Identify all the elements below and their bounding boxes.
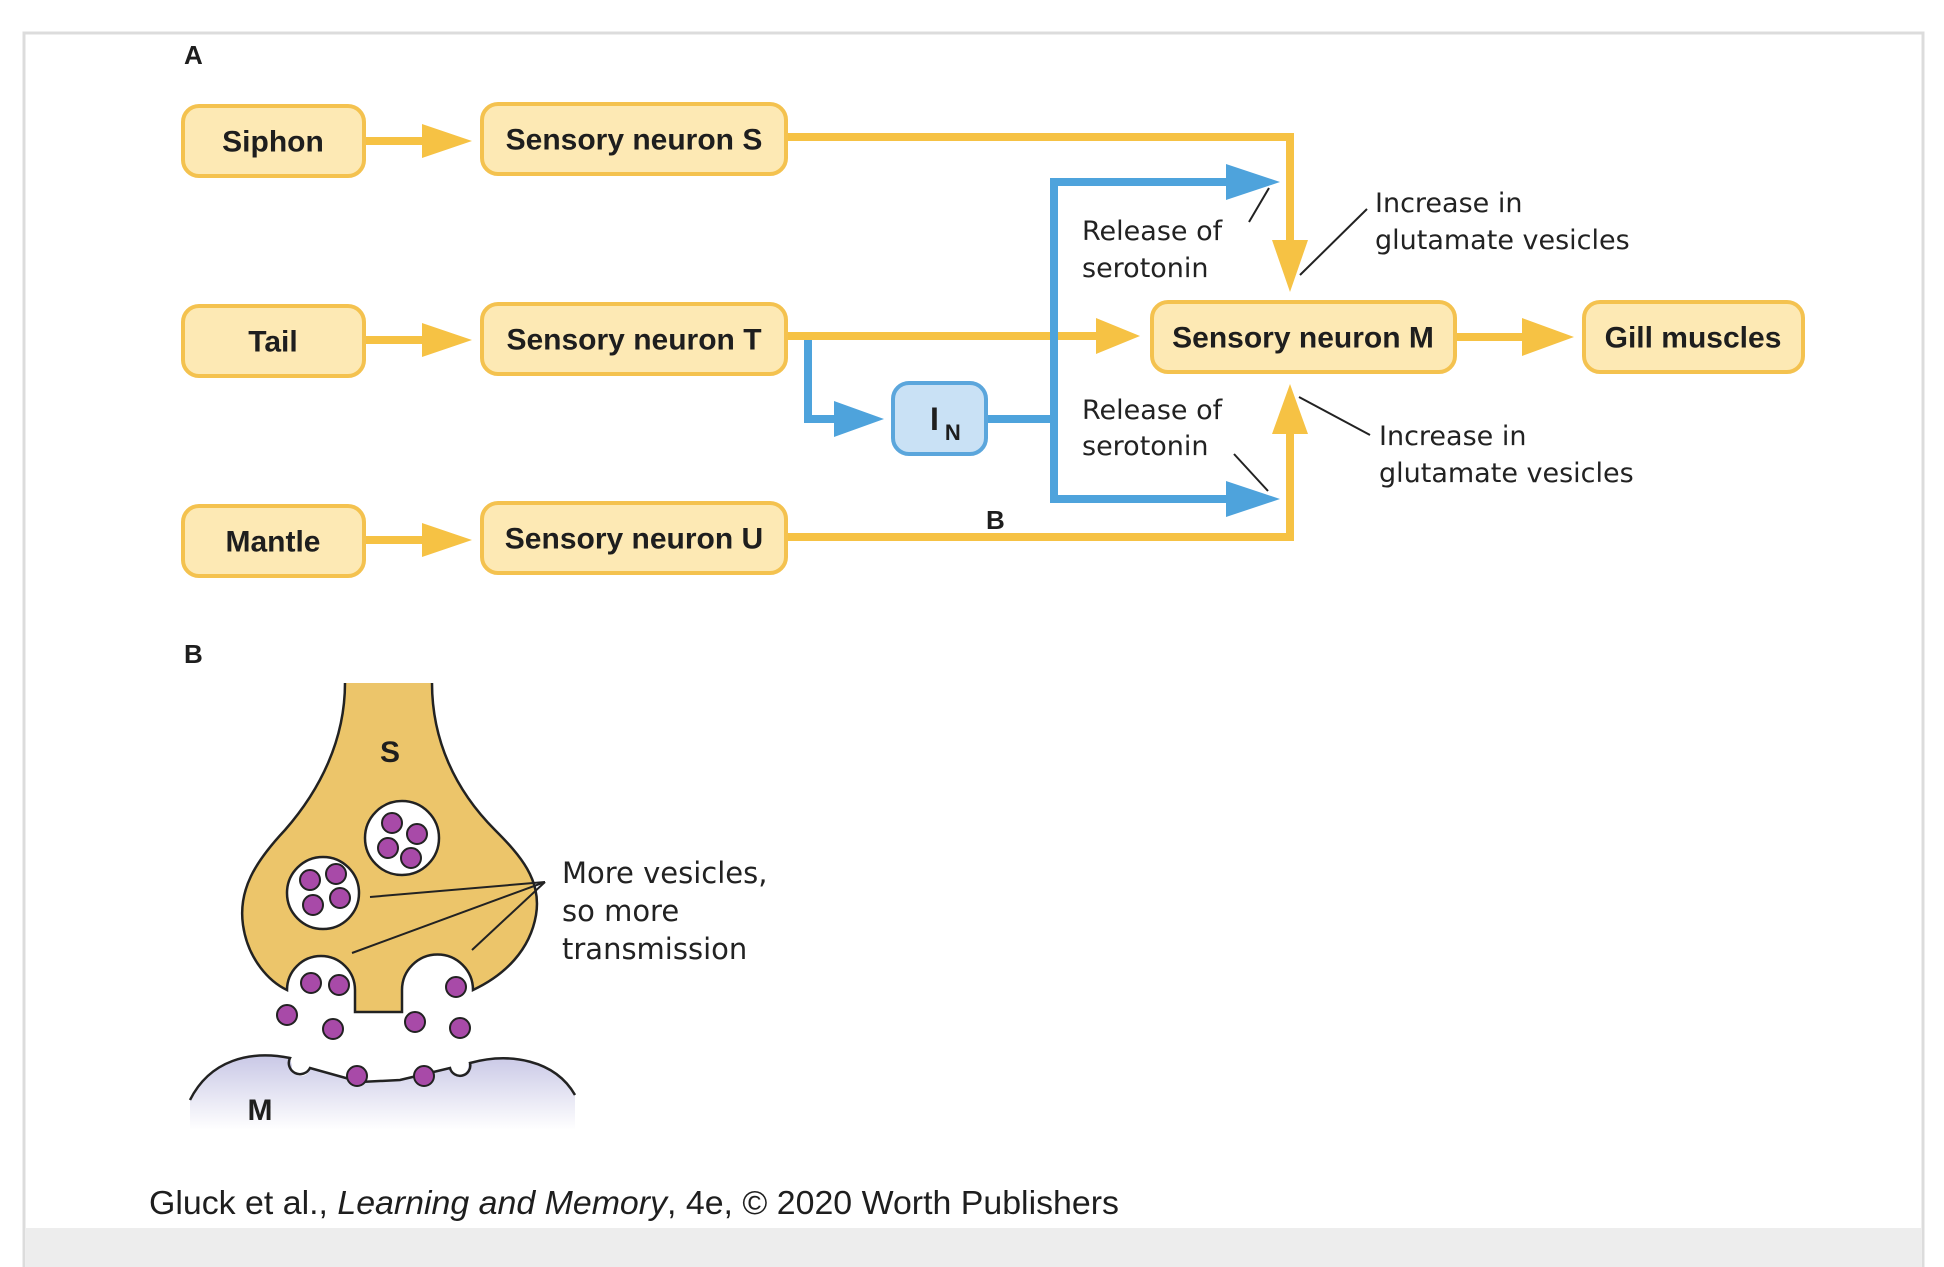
gill-muscles-label: Gill muscles	[1605, 322, 1782, 355]
t-to-interneuron-path	[804, 340, 840, 423]
footer-band	[26, 1228, 1921, 1267]
neurotransmitter	[346, 1065, 368, 1087]
increase-glutamate-top-line1: Increase in	[1375, 188, 1522, 219]
panel-a-diagram: Siphon Sensory neuron S Tail Sensory neu…	[181, 102, 1805, 578]
serotonin-branch-path	[1050, 178, 1230, 503]
neurotransmitter	[325, 863, 347, 885]
interneuron-label-main: I	[930, 401, 939, 437]
vesicle-pointer-2	[351, 881, 546, 954]
caption-authors: Gluck et al.,	[149, 1184, 337, 1221]
neurotransmitter	[377, 837, 399, 859]
postsynaptic-membrane	[190, 1055, 575, 1130]
gill-muscles-box: Gill muscles	[1582, 300, 1805, 374]
sensory-neuron-s-label: Sensory neuron S	[506, 124, 763, 157]
synapse-illustration: S M More vesicles, s	[188, 682, 767, 1130]
neurotransmitter	[299, 869, 321, 891]
sensory-neuron-t-box: Sensory neuron T	[480, 302, 788, 376]
caption-title: Learning and Memory	[337, 1184, 669, 1221]
mantle-box: Mantle	[181, 504, 366, 578]
u-to-m-arrowhead	[1272, 384, 1308, 434]
tail-box: Tail	[181, 304, 366, 378]
increase-glutamate-bottom-line2: glutamate vesicles	[1379, 458, 1634, 489]
m-to-gill-arrowhead	[1522, 318, 1574, 356]
neurotransmitter	[302, 894, 324, 916]
release-serotonin-top-line2: serotonin	[1082, 253, 1209, 284]
vesicle-upper	[363, 799, 441, 877]
postsynaptic-label: M	[248, 1094, 273, 1127]
vesicle-note-line3: transmission	[562, 932, 747, 966]
serotonin-bottom-arrowhead	[1226, 481, 1280, 517]
increase-glutamate-bottom-line1: Increase in	[1379, 421, 1526, 452]
panel-a-label: A	[184, 40, 203, 70]
vesicle-pointer-3	[471, 881, 546, 951]
sensory-neuron-m-box: Sensory neuron M	[1150, 300, 1457, 374]
release-bottom-pointer	[1233, 453, 1269, 492]
postsynaptic-outline	[188, 1054, 577, 1101]
sensory-neuron-u-box: Sensory neuron U	[480, 501, 788, 575]
neurotransmitter	[381, 812, 403, 834]
sensory-neuron-u-label: Sensory neuron U	[505, 523, 763, 556]
figure-frame	[22, 31, 1925, 1267]
sensory-neuron-t-label: Sensory neuron T	[506, 324, 761, 357]
neurotransmitter	[300, 972, 322, 994]
neurotransmitter	[400, 847, 422, 869]
vesicle-note-line1: More vesicles,	[562, 856, 767, 890]
u-to-m-path	[786, 428, 1294, 541]
s-to-m-arrowhead	[1272, 240, 1308, 292]
tail-label: Tail	[248, 326, 297, 359]
neurotransmitter	[322, 1018, 344, 1040]
sensory-neuron-s-box: Sensory neuron S	[480, 102, 788, 176]
s-to-m-path	[786, 133, 1294, 246]
neurotransmitter	[276, 1004, 298, 1026]
siphon-box: Siphon	[181, 104, 366, 178]
tail-to-t-arrowhead	[422, 323, 472, 357]
neurotransmitter	[449, 1017, 471, 1039]
vesicle-pointer-1	[369, 881, 546, 898]
mantle-label: Mantle	[225, 526, 320, 559]
release-top-pointer	[1248, 187, 1270, 223]
release-serotonin-bottom-line2: serotonin	[1082, 431, 1209, 462]
neurotransmitter	[445, 976, 467, 998]
neurotransmitter	[406, 823, 428, 845]
sensory-neuron-m-label: Sensory neuron M	[1172, 322, 1434, 355]
increase-glutamate-top-line2: glutamate vesicles	[1375, 225, 1630, 256]
release-serotonin-top-line1: Release of	[1082, 216, 1224, 247]
siphon-label: Siphon	[222, 126, 324, 159]
neurotransmitter	[413, 1065, 435, 1087]
figure-caption: Gluck et al., Learning and Memory, 4e, ©…	[149, 1184, 1119, 1221]
mantle-to-u-arrowhead	[422, 523, 472, 557]
increase-top-pointer	[1299, 208, 1368, 276]
interneuron-label-sub: N	[945, 420, 961, 445]
presynaptic-label: S	[380, 736, 400, 769]
path-b-marker: B	[986, 505, 1005, 535]
panel-b-label: B	[184, 639, 203, 669]
vesicle-left	[285, 855, 361, 931]
t-to-m-arrowhead	[1096, 318, 1140, 354]
vesicle-note-line2: so more	[562, 894, 679, 928]
release-serotonin-bottom-line1: Release of	[1082, 395, 1224, 426]
neurotransmitter	[404, 1011, 426, 1033]
increase-bottom-pointer	[1298, 396, 1371, 436]
neurotransmitter	[328, 974, 350, 996]
t-to-interneuron-arrowhead	[834, 401, 884, 437]
caption-rest: , 4e, © 2020 Worth Publishers	[667, 1184, 1119, 1221]
siphon-to-s-arrowhead	[422, 124, 472, 158]
serotonin-top-arrowhead	[1226, 164, 1280, 200]
neurotransmitter	[329, 887, 351, 909]
